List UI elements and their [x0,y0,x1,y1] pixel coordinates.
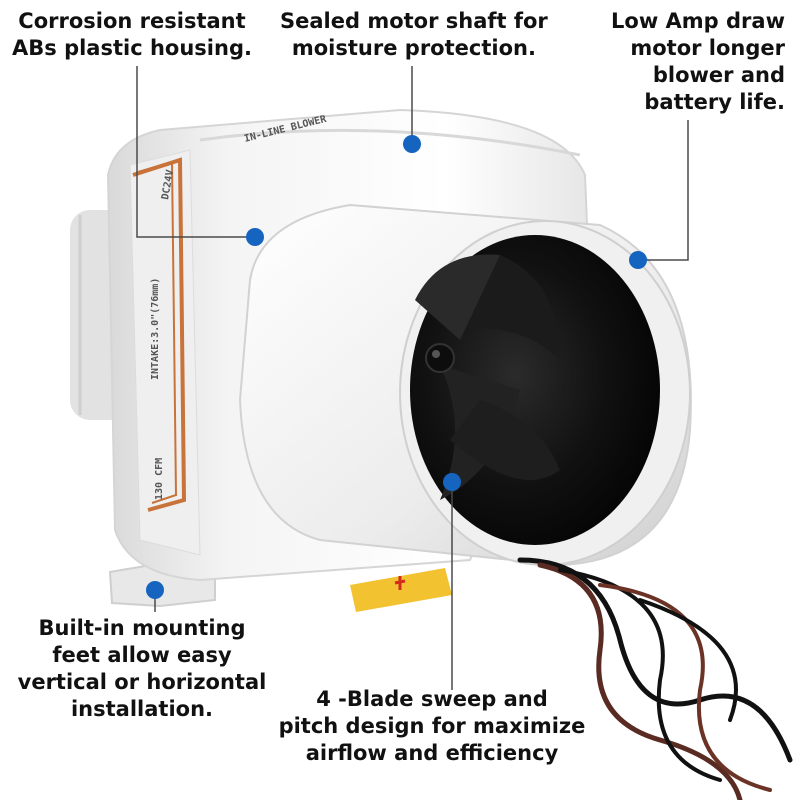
callout-line: Built-in mounting [38,616,246,640]
marker-blade [443,473,461,491]
callout-markers [146,135,647,599]
callout-line: battery life. [644,90,785,114]
label-intake: INTAKE:3.0"(76mm) [150,278,161,380]
callout-line: moisture protection. [291,36,536,60]
marker-housing [246,228,264,246]
callout-line: Low Amp draw [611,9,785,33]
label-cfm: 130 CFM [154,458,165,500]
marker-motor [629,251,647,269]
warning-tag [350,568,452,612]
callout-line: 4 -Blade sweep and [316,687,548,711]
callout-mounting: Built-in mounting feet allow easy vertic… [8,615,276,723]
callout-line: pitch design for maximize [278,714,586,738]
callout-line: ABs plastic housing. [12,36,252,60]
callout-shaft: Sealed motor shaft for moisture protecti… [280,8,548,62]
callout-line: Sealed motor shaft for [280,9,548,33]
callout-line: Corrosion resistant [18,9,246,33]
callout-line: airflow and efficiency [305,741,559,765]
callout-line: vertical or horizontal [17,670,267,694]
marker-shaft [403,135,421,153]
lead-wires [517,557,793,800]
label-voltage: DC24V [160,169,176,201]
callout-housing: Corrosion resistant ABs plastic housing. [12,8,252,62]
callout-line: motor longer [630,36,785,60]
callout-motor: Low Amp draw motor longer blower and bat… [585,8,785,116]
marker-feet [146,581,164,599]
callout-leaders [136,66,689,690]
callout-line: installation. [70,697,214,721]
impeller [415,254,560,500]
callout-line: feet allow easy [52,643,232,667]
callout-line: blower and [652,63,785,87]
callout-blade: 4 -Blade sweep and pitch design for maxi… [262,686,602,767]
